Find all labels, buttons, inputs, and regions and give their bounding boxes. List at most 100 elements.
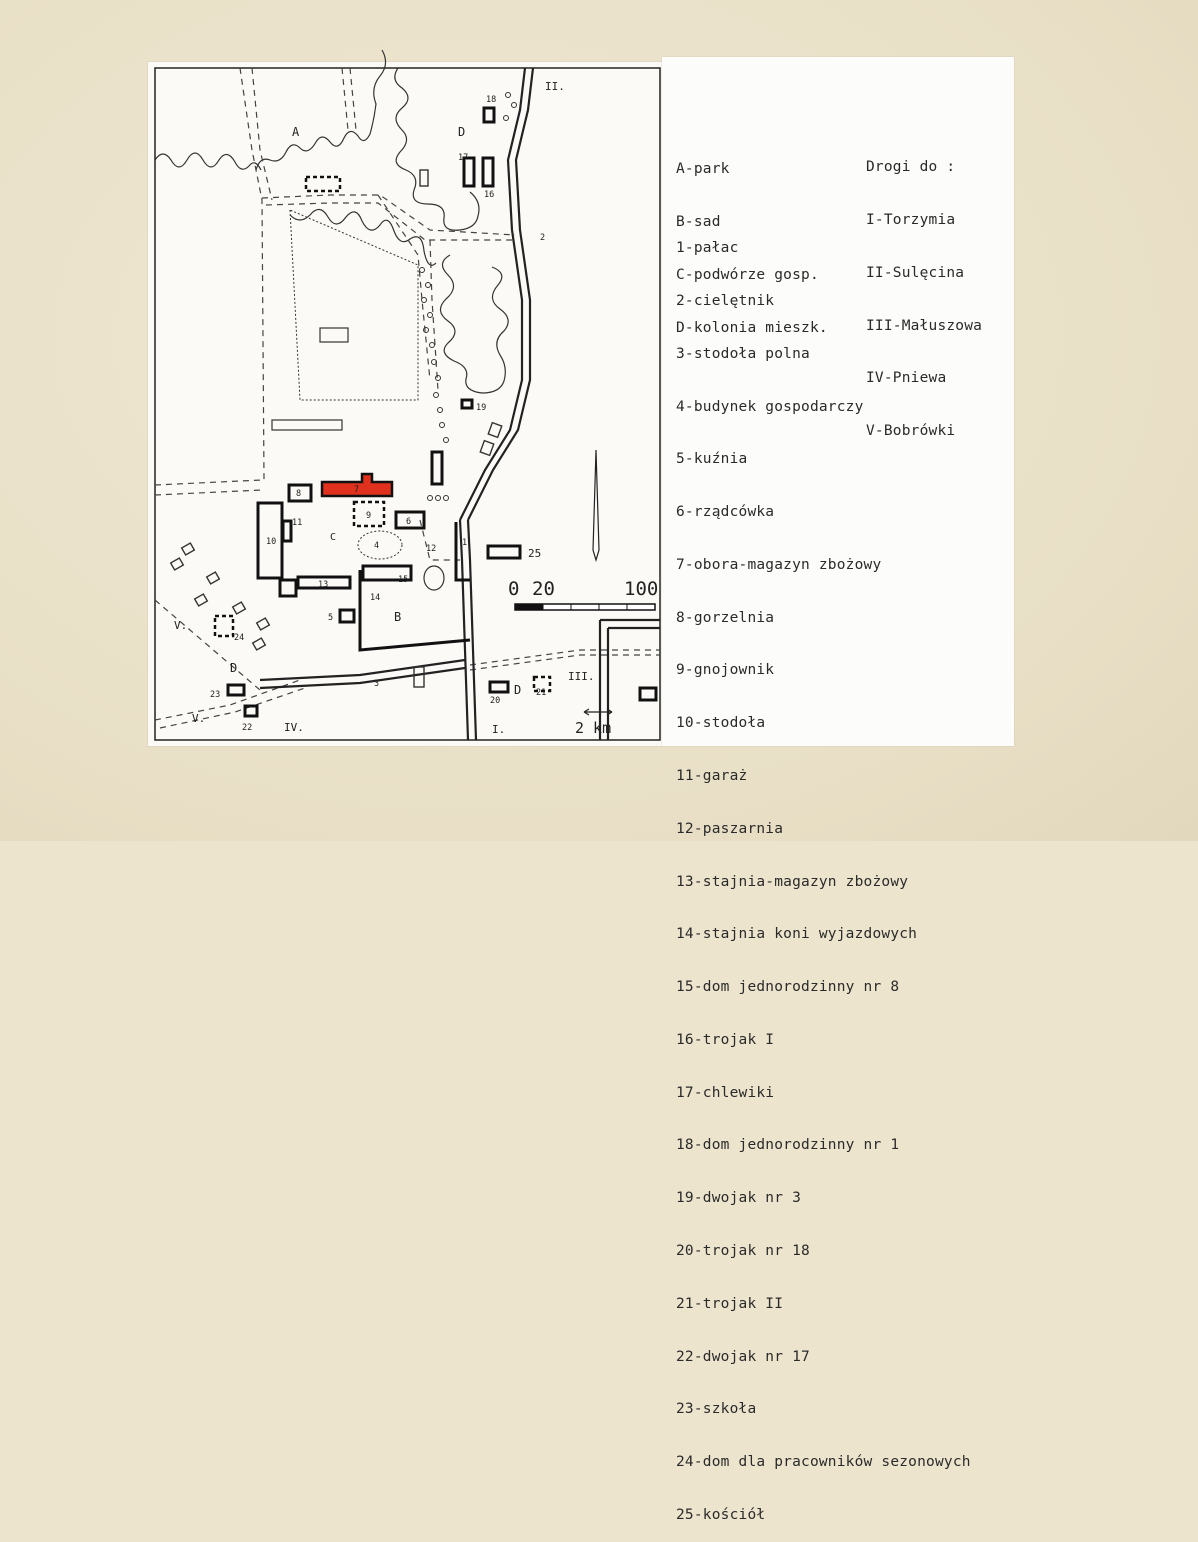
- number-10: 10: [266, 537, 276, 547]
- inset-building: [638, 686, 658, 702]
- legend-building-item: 6-rządcówka: [676, 504, 775, 521]
- building-19: [460, 398, 474, 410]
- park-inner-boundary: [289, 208, 437, 266]
- courtyard-circle: [357, 530, 403, 560]
- building-15: [361, 564, 413, 582]
- number-1: 1: [462, 538, 467, 548]
- building-7-highlighted: [320, 472, 394, 498]
- legend-roads: Drogi do : I-Torzymia II-Sulęcina III-Ma…: [866, 124, 982, 458]
- road-label-IV: IV.: [284, 721, 304, 734]
- legend-building-item: 18-dom jednorodzinny nr 1: [676, 1137, 900, 1154]
- number-17: 17: [458, 153, 468, 163]
- number-18: 18: [486, 95, 496, 105]
- number-24: 24: [234, 633, 244, 643]
- legend-building-item: 12-paszarnia: [676, 820, 784, 837]
- number-21: 21: [536, 688, 546, 698]
- footpaths: [154, 67, 660, 729]
- number-15: 15: [398, 575, 408, 585]
- number-5: 5: [328, 613, 333, 623]
- number-4: 4: [374, 541, 379, 551]
- building-23: [226, 683, 246, 697]
- number-6: 6: [406, 517, 411, 527]
- scale-tick-0: 0: [508, 578, 519, 600]
- area-label-C: C: [330, 532, 336, 543]
- legend-building-item: 14-stajnia koni wyjazdowych: [676, 926, 918, 943]
- tree-rows: [419, 92, 517, 501]
- number-12: 12: [426, 544, 436, 554]
- legend-building-item: 5-kuźnia: [676, 451, 748, 468]
- legend-building-item: 24-dom dla pracowników sezonowych: [676, 1454, 971, 1471]
- inset-distance-arrow: [583, 708, 613, 716]
- orchard-boundary-right: [439, 254, 509, 394]
- legend-road-item: V-Bobrówki: [866, 423, 956, 440]
- number-19: 19: [476, 403, 486, 413]
- legend-building-item: 4-budynek gospodarczy: [676, 398, 864, 415]
- legend-paper: [662, 57, 1014, 746]
- number-23: 23: [210, 690, 220, 700]
- legend-building-item: 11-garaż: [676, 768, 748, 784]
- legend-building-item: 23-szkoła: [676, 1401, 757, 1418]
- building-2: [430, 450, 444, 486]
- scale-tick-20: 20: [532, 578, 555, 600]
- legend-road-item: I-Torzymia: [866, 211, 956, 228]
- building-6: [394, 510, 426, 530]
- area-label-D-south: D: [514, 683, 521, 697]
- colony-boundary: [394, 67, 480, 231]
- road-labels: I. II. III. IV. V. V.: [174, 80, 595, 736]
- legend-road-item: IV-Pniewa: [866, 370, 947, 387]
- building-dashed-park: [304, 175, 342, 193]
- scale-tick-100: 100: [624, 578, 658, 600]
- legend-building-item: 21-trojak II: [676, 1295, 784, 1312]
- area-label-B: B: [394, 610, 401, 624]
- scale-bar: 0 20 100: [508, 578, 658, 611]
- legend-building-item: 19-dwojak nr 3: [676, 1190, 802, 1207]
- legend-building-item: 2-cielętnik: [676, 292, 775, 309]
- building-20: [488, 680, 510, 694]
- legend-building-item: 16-trojak I: [676, 1031, 775, 1048]
- map-frame: [154, 67, 661, 741]
- area-label-D-north: D: [458, 125, 465, 139]
- buildings: [226, 106, 658, 718]
- palace-wing: [454, 522, 470, 582]
- legend-area-item: B-sad: [676, 213, 721, 230]
- building-13: [296, 575, 352, 590]
- building-5: [338, 608, 356, 624]
- building-12: [278, 578, 298, 598]
- park-boundary: [154, 49, 387, 171]
- legend-building-item: 7-obora-magazyn zbożowy: [676, 556, 882, 573]
- road-label-III: III.: [568, 670, 595, 683]
- area-label-A: A: [292, 125, 300, 139]
- legend-area-item: D-kolonia mieszk.: [676, 319, 828, 336]
- legend-building-item: 1-pałac: [676, 240, 739, 257]
- number-22: 22: [242, 723, 252, 733]
- number-25: 25: [528, 547, 541, 560]
- building-18: [482, 106, 496, 124]
- map-paper: [148, 62, 664, 746]
- building-21: [532, 675, 552, 693]
- number-7: 7: [354, 485, 359, 495]
- number-16: 16: [484, 190, 494, 200]
- number-9: 9: [366, 511, 371, 521]
- legend-building-item: 17-chlewiki: [676, 1084, 775, 1101]
- legend-building-item: 15-dom jednorodzinny nr 8: [676, 979, 900, 996]
- building-22: [243, 704, 259, 718]
- building-16: [481, 156, 495, 188]
- building-24: [213, 614, 235, 638]
- number-11: 11: [292, 518, 302, 528]
- building-numbers: 1 2 3 4 5 6 7 8 9 10 11 12 13 14 15 16 1…: [210, 95, 546, 733]
- field-plot: [319, 327, 349, 343]
- pond: [423, 565, 445, 591]
- building-9: [352, 500, 386, 528]
- dashed-buildings: [213, 175, 552, 693]
- legend-building-item: 3-stodoła polna: [676, 345, 810, 362]
- legend-roads-title: Drogi do :: [866, 159, 956, 176]
- building-17: [462, 156, 476, 188]
- orchard-wall: [358, 570, 471, 652]
- legend-road-item: III-Małuszowa: [866, 317, 983, 334]
- legend-building-item: 22-dwojak nr 17: [676, 1348, 810, 1365]
- estate-map: 0 20 100 2 km A B C D D D I. II. III. IV…: [154, 49, 661, 741]
- legend-area-item: A-park: [676, 161, 730, 178]
- building-25: [486, 544, 522, 560]
- legend-building-item: 8-gorzelnia: [676, 609, 775, 626]
- legend-area-item: C-podwórze gosp.: [676, 266, 819, 283]
